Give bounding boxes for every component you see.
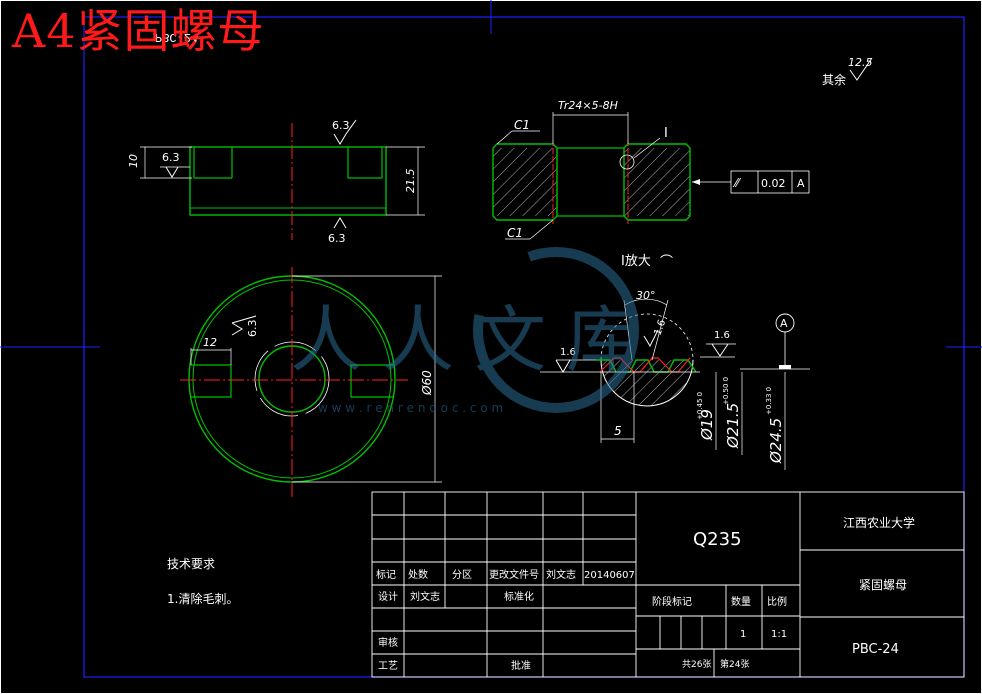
- tb-designer: 刘文志: [410, 590, 440, 603]
- roughness-front-top: 6.3: [332, 119, 350, 132]
- roughness-other-value: 12.5: [848, 56, 873, 69]
- dim-d1: Ø19: [698, 409, 716, 441]
- tb-mark-1: 处数: [408, 568, 428, 581]
- roughness-other-label: 其余: [822, 72, 846, 87]
- chamfer-bottom: C1: [507, 226, 523, 240]
- tolerance-value: 0.02: [761, 177, 786, 190]
- tb-mark-3: 更改文件号: [489, 568, 539, 581]
- tb-scale: 1:1: [771, 629, 787, 640]
- watermark: 人人文库 w w w . r e n r e n d o c . c o m: [290, 247, 658, 415]
- overlay-title: A4紧固螺母: [12, 4, 265, 58]
- detail-title-suffix: ⌒: [660, 255, 673, 270]
- tb-mark-5: 20140607: [584, 570, 635, 581]
- watermark-url: w w w . r e n r e n d o c . c o m: [318, 401, 503, 415]
- dim-d3: Ø24.5: [767, 418, 785, 464]
- dim-thread: Tr24×5-8H: [558, 99, 618, 112]
- detail-title: I放大: [621, 254, 651, 269]
- tb-review-label: 审核: [378, 636, 398, 649]
- top-view: 12 6.3 Ø60: [180, 267, 442, 497]
- roughness-detail-left: 1.6: [560, 347, 576, 358]
- tb-mark-2: 分区: [452, 569, 472, 581]
- front-view: 10 21.5 6.3 6.3 6.3: [127, 119, 425, 245]
- tb-qty-label: 数量: [731, 595, 751, 608]
- dim-d3-tol: +0.33 0: [765, 387, 773, 415]
- roughness-front-left: 6.3: [162, 151, 180, 164]
- tb-process-label: 工艺: [378, 660, 398, 672]
- tb-mark-0: 标记: [376, 569, 396, 581]
- tolerance-datum: A: [797, 177, 805, 190]
- dim-thread-angle: 30°: [636, 289, 656, 302]
- tb-drawing-no: PBC-24: [852, 642, 899, 657]
- roughness-front-bottom: 6.3: [328, 232, 346, 245]
- tb-sheet-total: 共26张: [682, 659, 711, 670]
- notes-heading: 技术要求: [167, 557, 215, 571]
- roughness-detail-flank: 1.6: [652, 318, 668, 337]
- tb-school: 江西农业大学: [843, 515, 915, 530]
- dim-slot-width: 12: [203, 336, 217, 349]
- title-block-text: 标记 处数 分区 更改文件号 刘文志 20140607 设计 刘文志 标准化 审…: [376, 515, 915, 672]
- tb-sheet-no: 第24张: [720, 658, 749, 670]
- tb-mark-4: 刘文志: [546, 568, 576, 581]
- dim-d2: Ø21.5: [724, 403, 742, 449]
- roughness-detail-right: 1.6: [714, 330, 730, 341]
- roughness-top-view: 6.3: [246, 320, 259, 338]
- dim-front-height: 10: [127, 154, 140, 168]
- title-block: [371, 491, 965, 678]
- tb-standard-label: 标准化: [504, 590, 534, 603]
- tolerance-symbol: ⁄⁄: [732, 176, 742, 190]
- roughness-other: 其余 12.5: [822, 56, 873, 87]
- tb-stage-label: 阶段标记: [652, 595, 692, 608]
- tb-qty: 1: [740, 629, 746, 640]
- tb-design-label: 设计: [378, 590, 398, 603]
- tb-approve-label: 批准: [511, 659, 531, 672]
- section-view: I Tr24×5-8H C1 C1 ⁄⁄ 0.02 A: [492, 99, 810, 240]
- dim-d2-tol: +0.50 0: [722, 377, 730, 405]
- tb-scale-label: 比例: [767, 595, 787, 608]
- notes-item1: 1.清除毛刺。: [167, 591, 238, 606]
- dim-outer-diameter: Ø60: [420, 370, 434, 396]
- datum-marker: A: [780, 317, 788, 330]
- dim-d1-tol: +0.45 0: [696, 392, 704, 420]
- tb-material: Q235: [693, 529, 742, 550]
- dim-pitch: 5: [614, 424, 622, 438]
- dim-front-thickness: 21.5: [404, 169, 417, 194]
- watermark-brand: 人人文库: [290, 298, 658, 382]
- tb-part-name: 紧固螺母: [859, 578, 907, 592]
- chamfer-top: C1: [514, 118, 530, 132]
- section-marker: I: [664, 126, 668, 141]
